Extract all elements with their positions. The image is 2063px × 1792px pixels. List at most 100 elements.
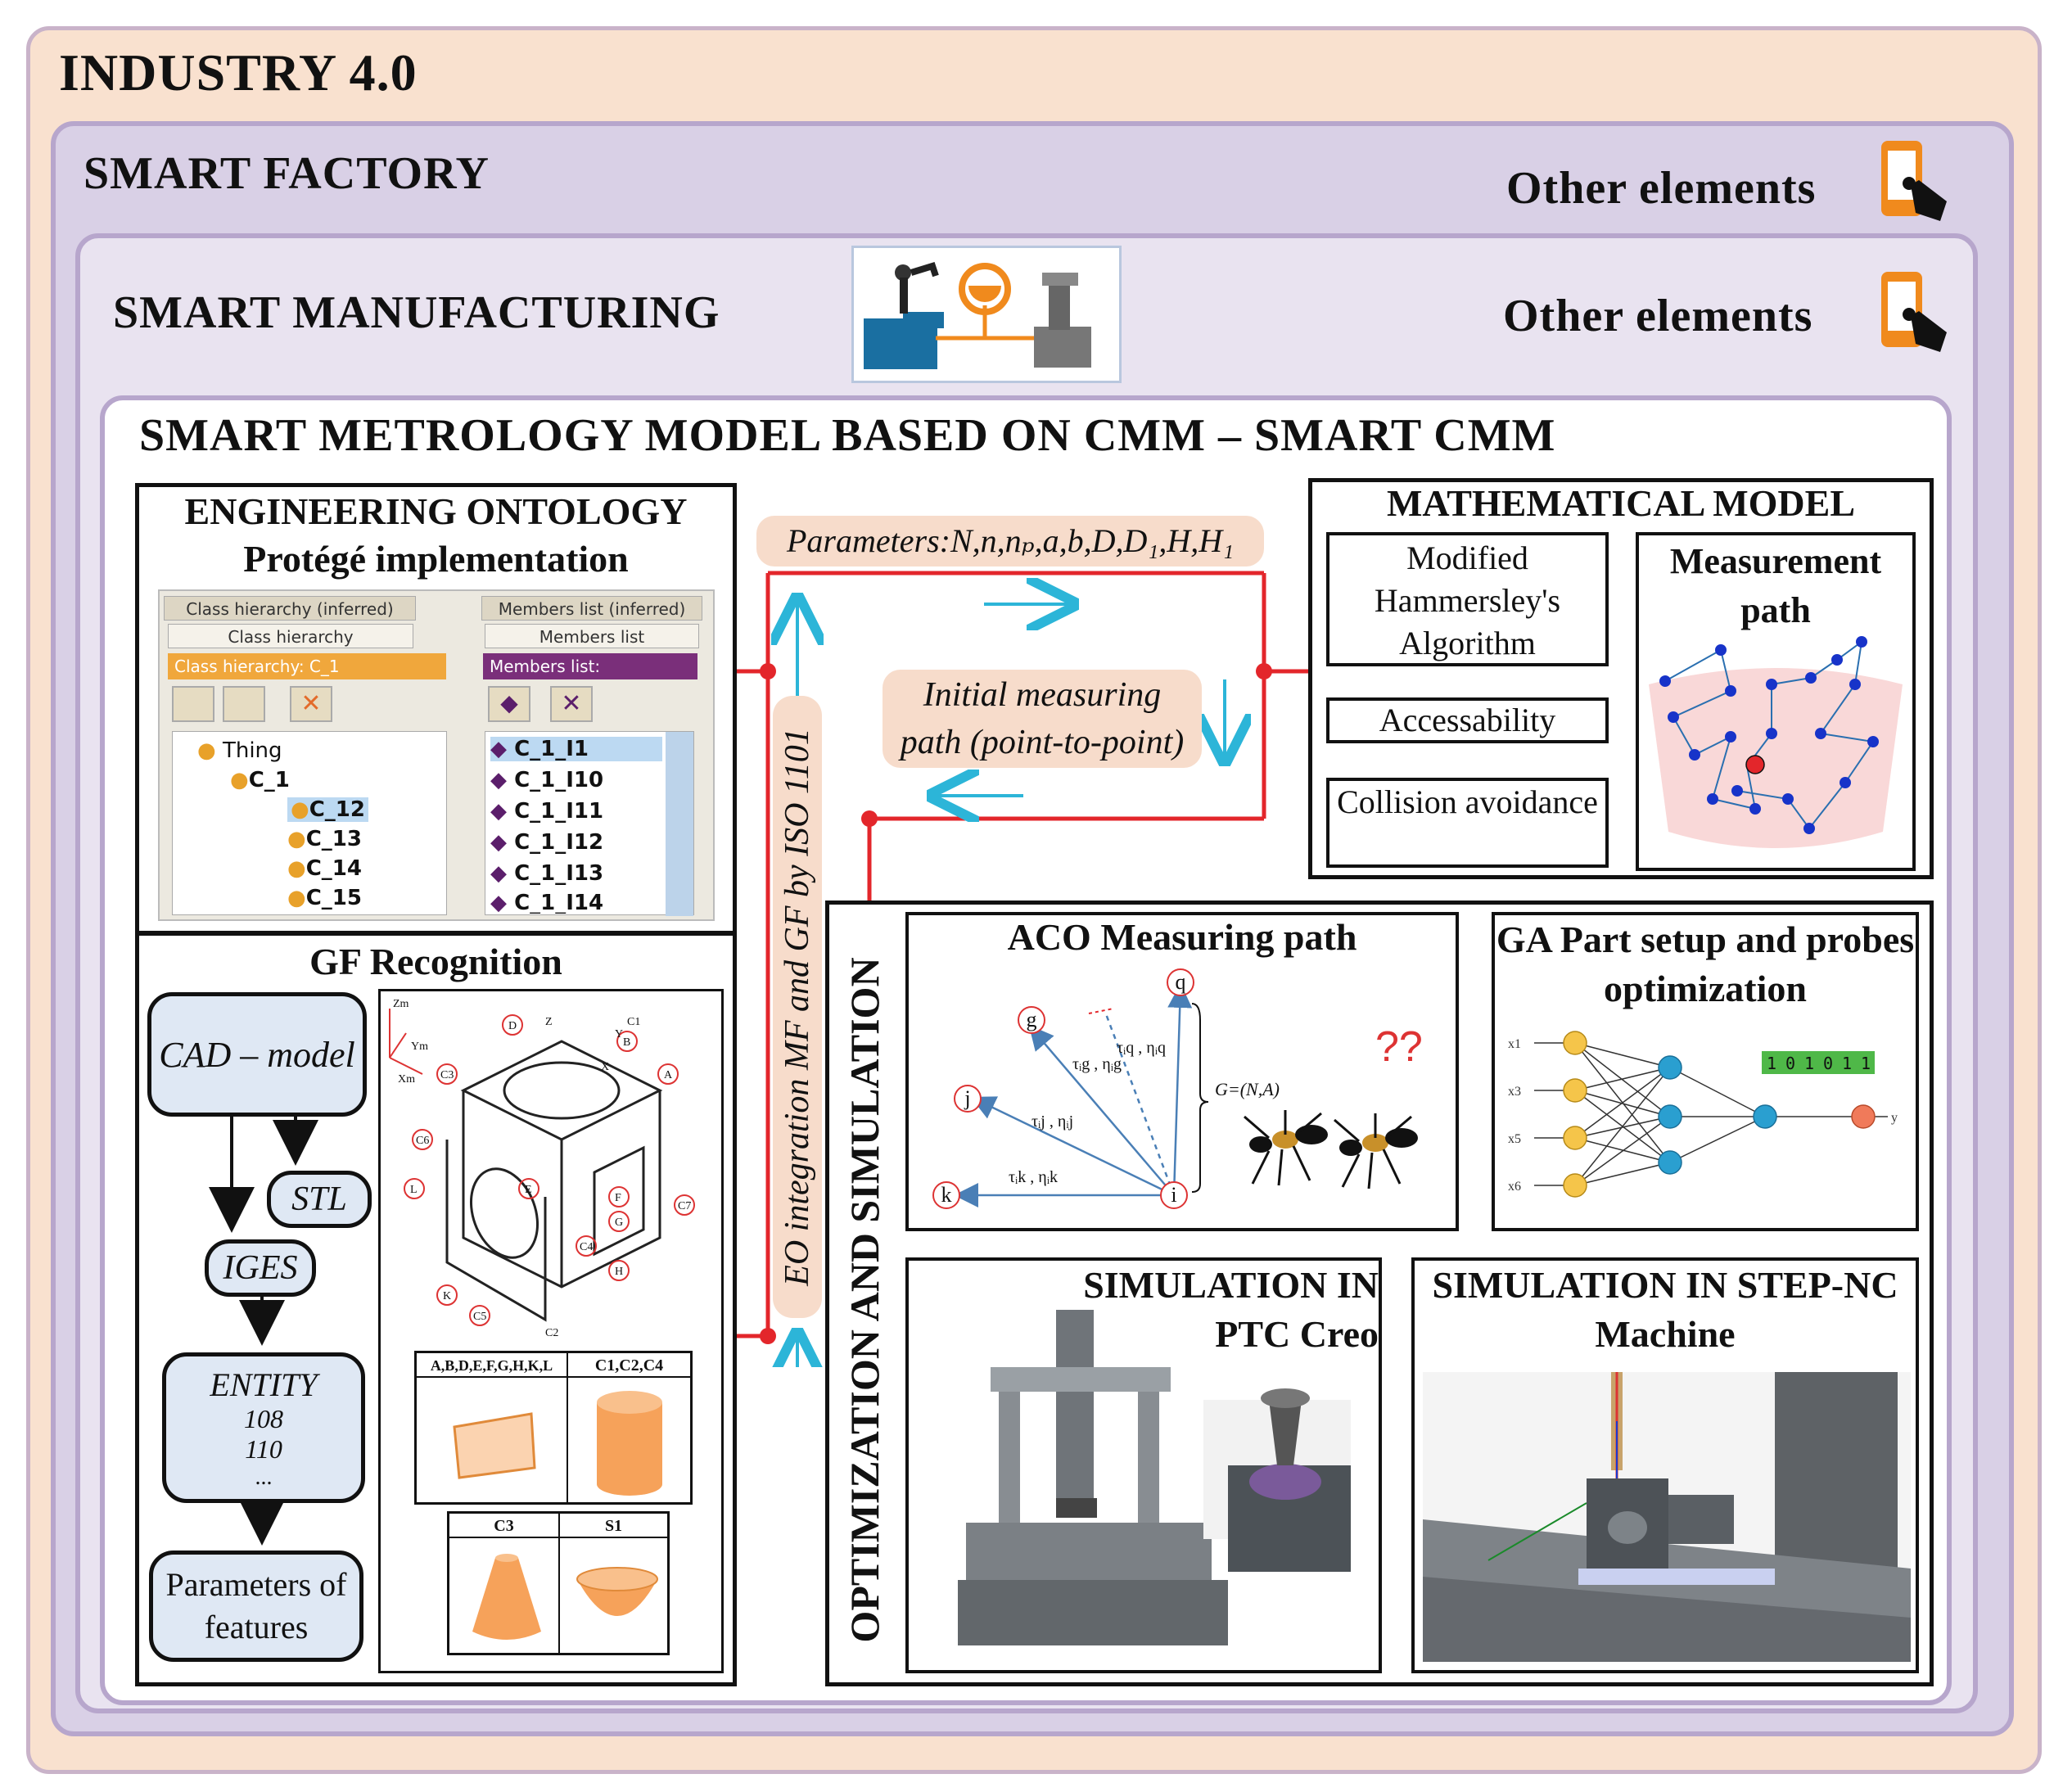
integration-flow-lines <box>737 571 1310 1367</box>
iges-box: IGES <box>205 1239 316 1297</box>
members-scrollbar[interactable] <box>666 732 693 916</box>
creo-title: SIMULATION IN PTC Creo <box>1083 1264 1379 1355</box>
svg-text:1: 1 <box>1861 1054 1871 1073</box>
member-item[interactable]: ◆ C_1_I11 <box>490 799 604 824</box>
svg-text:k: k <box>941 1183 952 1207</box>
stl-box: STL <box>267 1171 372 1228</box>
gf-title: GF Recognition <box>309 941 562 982</box>
members-list: ◆ C_1_I1 ◆ C_1_I10 ◆ C_1_I11 ◆ C_1_I12 ◆… <box>485 731 694 916</box>
add-subclass-icon[interactable] <box>172 686 214 722</box>
class-hierarchy-tab[interactable]: Class hierarchy <box>168 624 413 648</box>
stepnc-title: SIMULATION IN STEP-NC Machine <box>1432 1264 1898 1355</box>
svg-text:G=(N,A): G=(N,A) <box>1215 1079 1280 1099</box>
svg-text:D: D <box>508 1020 517 1032</box>
entity-box: ENTITY 108 110 ... <box>162 1352 365 1503</box>
svg-text:Xm: Xm <box>398 1073 415 1086</box>
svg-text:X: X <box>601 1061 609 1073</box>
svg-text:Y: Y <box>615 1028 623 1040</box>
member-item[interactable]: ◆ C_1_I1 <box>490 737 662 761</box>
members-list-header: Members list: <box>483 653 697 679</box>
add-individual-icon[interactable]: ◆ <box>488 686 530 722</box>
svg-text:C7: C7 <box>678 1200 691 1212</box>
factory-title: SMART FACTORY <box>84 148 490 199</box>
svg-text:E: E <box>525 1184 532 1196</box>
svg-text:j: j <box>964 1086 970 1110</box>
table-header: A,B,D,E,F,G,H,K,L <box>417 1353 568 1378</box>
svg-text:C3: C3 <box>440 1069 454 1081</box>
collision-avoidance-box: Collision avoidance <box>1326 778 1609 868</box>
tree-node[interactable]: ●C_13 <box>287 827 362 851</box>
plane-feature-shape <box>453 1412 536 1479</box>
svg-text:F: F <box>615 1192 621 1204</box>
svg-text:1: 1 <box>1804 1054 1814 1073</box>
delete-class-icon[interactable]: ✕ <box>290 686 332 722</box>
class-hierarchy-inferred-tab[interactable]: Class hierarchy (inferred) <box>164 596 416 621</box>
svg-text:K: K <box>443 1290 451 1302</box>
svg-text:C1: C1 <box>627 1016 640 1028</box>
svg-text:i: i <box>1171 1183 1176 1207</box>
svg-text:τᵢg , ηᵢg: τᵢg , ηᵢg <box>1072 1055 1122 1073</box>
tree-node[interactable]: ●C_1 <box>230 768 290 792</box>
svg-text:L: L <box>410 1184 418 1196</box>
smartphone-touch-icon <box>1870 269 1952 359</box>
ontology-title: ENGINEERING ONTOLOGY <box>184 490 688 532</box>
svg-text:G: G <box>615 1216 623 1229</box>
tree-node[interactable]: ●C_15 <box>287 886 362 910</box>
svg-text:x1: x1 <box>1508 1037 1521 1051</box>
svg-text:1: 1 <box>1842 1054 1852 1073</box>
svg-text:A: A <box>664 1069 673 1081</box>
svg-text:B: B <box>623 1036 630 1049</box>
cad-model-box: CAD – model <box>147 992 367 1117</box>
svg-text:C2: C2 <box>545 1327 558 1339</box>
sphere-feature-shape <box>576 1567 658 1616</box>
table-header: S1 <box>560 1514 667 1538</box>
gf-drawing-frame <box>378 989 724 1673</box>
accessability-box: Accessability <box>1326 697 1609 743</box>
members-list-inferred-tab[interactable]: Members list (inferred) <box>481 596 702 621</box>
members-list-tab[interactable]: Members list <box>485 624 699 648</box>
svg-text:τᵢk , ηᵢk: τᵢk , ηᵢk <box>1009 1168 1058 1186</box>
svg-text:Ym: Ym <box>411 1040 428 1053</box>
manufacturing-title: SMART MANUFACTURING <box>113 287 720 338</box>
table-header: C3 <box>449 1514 560 1538</box>
delete-individual-icon[interactable]: ✕ <box>550 686 593 722</box>
svg-text:C5: C5 <box>473 1311 486 1323</box>
cmm-machine-illustration <box>958 1310 1351 1645</box>
svg-text:0: 0 <box>1823 1054 1833 1073</box>
parameters-of-features-box: Parameters of features <box>149 1551 363 1662</box>
svg-text:Z: Z <box>545 1016 553 1028</box>
add-sibling-icon[interactable] <box>223 686 265 722</box>
measurement-path-plot <box>1649 636 1903 848</box>
industry-title: INDUSTRY 4.0 <box>59 43 418 102</box>
tree-node[interactable]: ●C_14 <box>287 856 362 881</box>
svg-text:x3: x3 <box>1508 1085 1521 1099</box>
svg-text:y: y <box>1891 1111 1898 1125</box>
gf-flow-arrows <box>209 1117 318 1546</box>
eo-integration-band <box>773 696 822 1318</box>
svg-text:q: q <box>1176 970 1186 994</box>
member-item[interactable]: ◆ C_1_I13 <box>490 861 604 886</box>
feature-table-2: C3 S1 <box>447 1511 670 1655</box>
aco-graph: q g j k i τᵢq , ηᵢq τᵢg , ηᵢg τᵢj , ηᵢj … <box>932 968 1423 1209</box>
math-title: MATHEMATICAL MODEL <box>1386 482 1856 524</box>
manufacturing-machines-illustration <box>851 246 1122 383</box>
class-tree: ● Thing ●C_1 ●C_12 ●C_13 ●C_14 ●C_15 <box>172 731 447 915</box>
factory-other-elements: Other elements <box>1506 163 1817 214</box>
smartphone-touch-icon <box>1870 138 1952 228</box>
tree-node[interactable]: ●C_12 <box>287 797 368 822</box>
svg-text:Zm: Zm <box>393 998 409 1010</box>
svg-text:H: H <box>615 1266 623 1278</box>
svg-text:C6: C6 <box>416 1135 429 1147</box>
member-item[interactable]: ◆ C_1_I14 <box>490 891 604 914</box>
tree-node[interactable]: ● Thing <box>197 738 282 763</box>
measurement-path-title: Measurement path <box>1669 541 1882 630</box>
member-item[interactable]: ◆ C_1_I12 <box>490 830 604 855</box>
svg-text:τᵢj , ηᵢj: τᵢj , ηᵢj <box>1032 1113 1073 1131</box>
class-hierarchy-header: Class hierarchy: C_1 <box>168 653 446 679</box>
svg-text:C4: C4 <box>580 1241 593 1253</box>
svg-text:x5: x5 <box>1508 1132 1521 1146</box>
feature-table-1: A,B,D,E,F,G,H,K,L C1,C2,C4 <box>414 1351 693 1505</box>
member-item[interactable]: ◆ C_1_I10 <box>490 768 604 792</box>
